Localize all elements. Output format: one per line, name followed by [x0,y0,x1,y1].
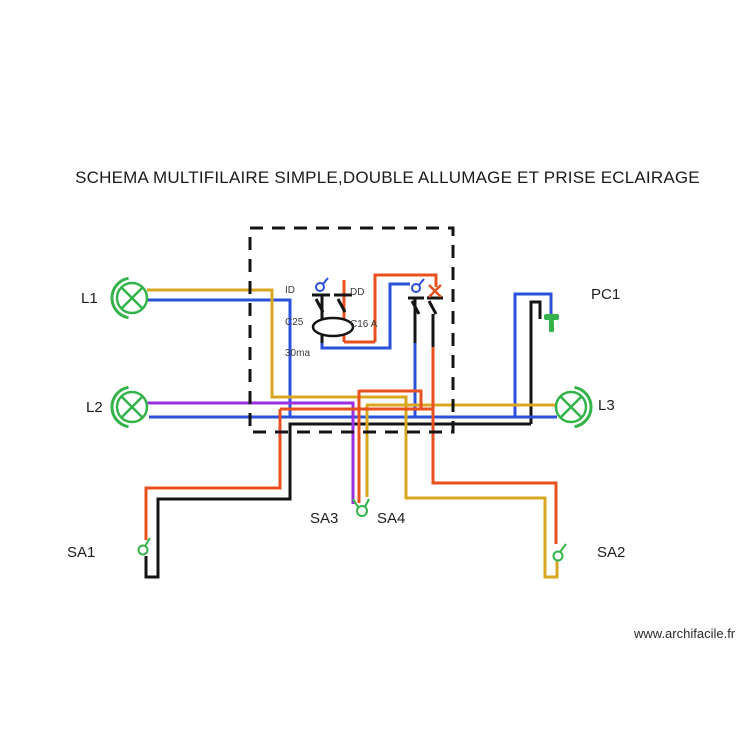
label-L3: L3 [598,397,615,414]
dd-neutral-hook-icon [411,283,421,293]
label-SA1: SA1 [67,544,96,561]
wire-phase-sa1 [144,409,282,540]
junction-box-outline [248,226,455,434]
watermark: www.archifacile.fr [634,626,736,641]
label-breaker-dd: DD C16 A [350,287,378,330]
label-breaker-id: ID C25 30ma [285,285,311,359]
socket-PC1-symbol[interactable] [544,314,559,332]
label-SA3: SA3 [310,510,339,527]
switch-SA3-SA4-symbol[interactable] [352,498,370,517]
lamp-L3[interactable] [554,385,593,429]
label-PC1: PC1 [591,286,621,303]
wire-phase-elbow [359,389,423,409]
wire-black-bus [144,422,531,579]
label-SA4: SA4 [377,510,406,527]
id-neutral-hook-icon [315,282,325,292]
lamp-L2[interactable] [110,385,149,429]
wire-phase-dd-sa2 [431,347,558,544]
label-L2: L2 [86,399,103,416]
label-L1: L1 [81,290,98,307]
wire-neutral-id-to-dd [320,282,410,350]
label-SA2: SA2 [597,544,626,561]
switch-SA2-symbol[interactable] [552,543,567,562]
wire-gold-l1-sa2 [147,288,559,579]
wire-neutral-l1 [147,298,292,418]
wire-black-socket-return [529,300,542,424]
breaker-id-symbol[interactable] [311,277,355,343]
wire-purple-l2-sa3 [147,401,355,504]
id-differential-toroid-icon [311,316,355,338]
wire-phase-dd-feed [373,273,438,342]
diagram-title: SCHEMA MULTIFILAIRE SIMPLE,DOUBLE ALLUMA… [75,168,700,187]
lamp-L1[interactable] [110,276,149,320]
wire-neutral-socket [513,292,553,417]
switch-SA1-symbol[interactable] [137,537,151,556]
earth-pin-icon [544,314,559,320]
breaker-dd-symbol[interactable] [408,278,443,347]
